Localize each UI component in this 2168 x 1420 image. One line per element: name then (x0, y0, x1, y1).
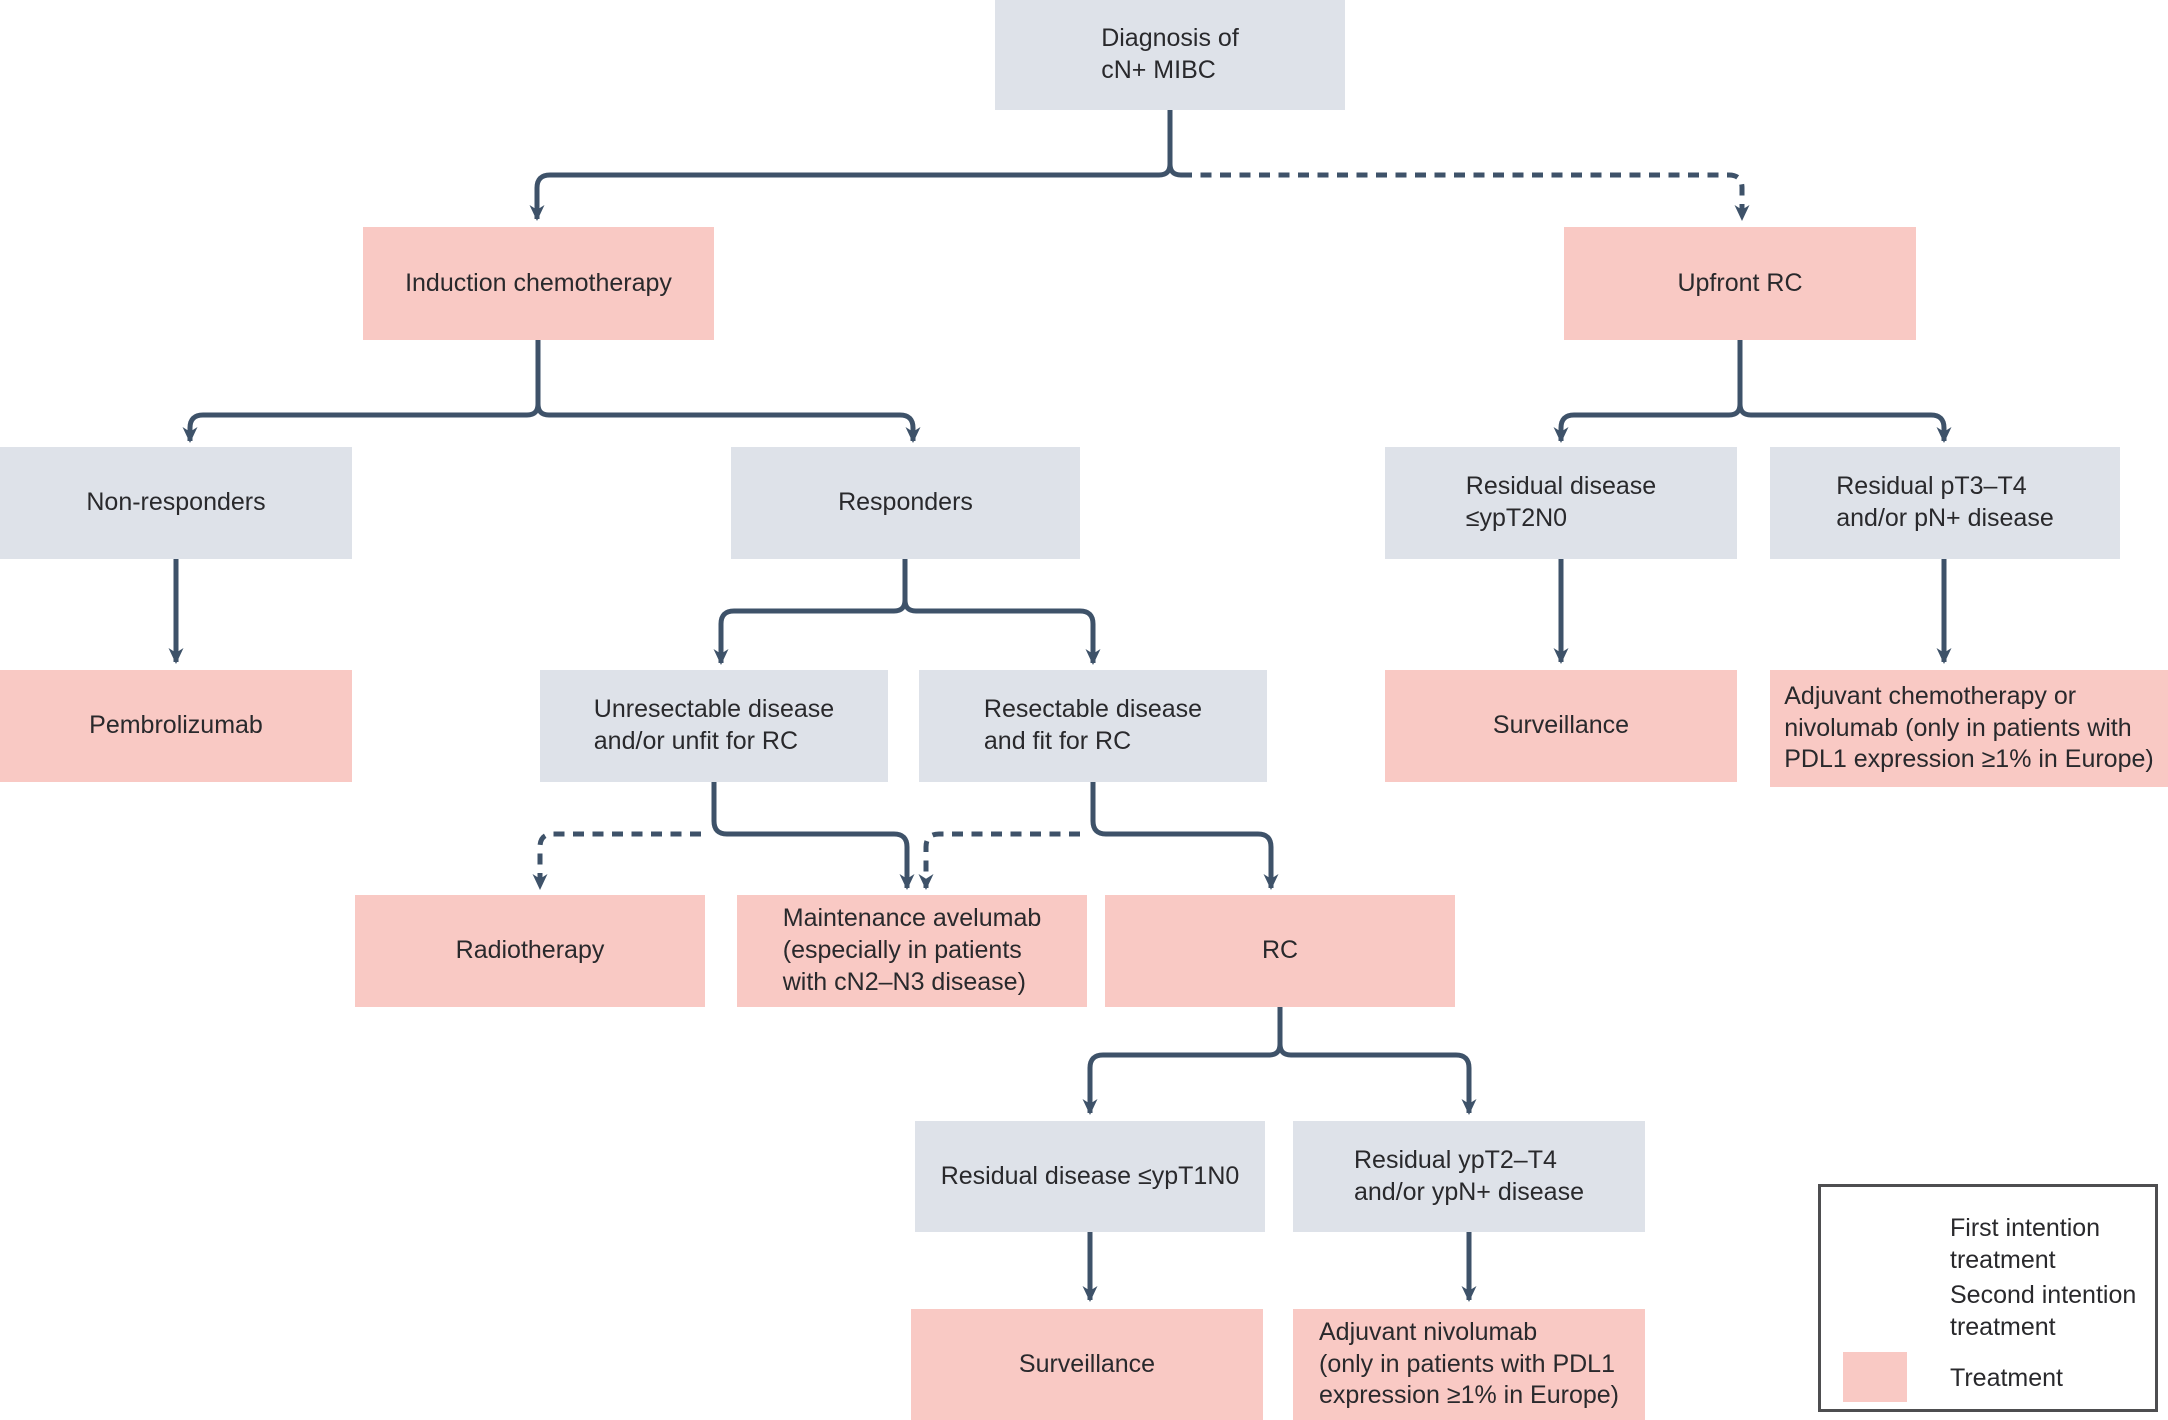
edge-unresectable-to-maintenance (711, 782, 915, 890)
node-pembrolizumab-label: Pembrolizumab (89, 711, 263, 740)
node-non_responders-label: Non-responders (86, 488, 266, 517)
split-junction (893, 559, 917, 614)
legend-treatment-swatch (1843, 1352, 1907, 1402)
node-residual_pt3t4-label: Residual pT3–T4 and/or pN+ disease (1836, 472, 2054, 532)
edge-resectable-to-rc (1090, 782, 1279, 890)
node-non_responders: Non-responders (0, 447, 352, 559)
split-junction (526, 340, 550, 418)
node-radiotherapy-label: Radiotherapy (455, 936, 605, 965)
node-adjuvant_nivo-label: Adjuvant nivolumab (only in patients wit… (1319, 1317, 1619, 1410)
edge-induction-to-non_responders (182, 412, 527, 443)
node-residual_ypt1n0: Residual disease ≤ypT1N0 (915, 1121, 1265, 1232)
node-residual_pt3t4: Residual pT3–T4 and/or pN+ disease (1770, 447, 2120, 559)
edge-diagnosis-to-upfront_rc (1181, 172, 1750, 221)
node-maintenance: Maintenance avelumab (especially in pati… (737, 895, 1087, 1007)
node-radiotherapy: Radiotherapy (355, 895, 705, 1007)
node-surveillance_bottom-label: Surveillance (1018, 1349, 1156, 1378)
node-adjuvant_chemo: Adjuvant chemotherapy or nivolumab (only… (1770, 670, 2168, 787)
node-maintenance-label: Maintenance avelumab (especially in pati… (782, 904, 1042, 996)
node-residual_ypt1n0-label: Residual disease ≤ypT1N0 (940, 1161, 1240, 1190)
node-adjuvant_chemo-label: Adjuvant chemotherapy or nivolumab (only… (1784, 681, 2154, 774)
edge-rc-to-residual_ypt2t4 (1291, 1052, 1477, 1115)
split-junction (1158, 110, 1182, 178)
node-resectable: Resectable disease and fit for RC (919, 670, 1267, 782)
node-induction: Induction chemotherapy (363, 227, 714, 340)
node-residual_ypt2t4-label: Residual ypT2–T4 and/or ypN+ disease (1353, 1145, 1584, 1206)
node-resectable-label: Resectable disease and fit for RC (983, 695, 1203, 755)
legend-label-first-intention: First intention treatment (1950, 1214, 2101, 1274)
edge-unresectable-to-radiotherapy (532, 831, 701, 890)
legend-label-treatment: Treatment (1950, 1364, 2064, 1392)
node-unresectable-label: Unresectable disease and/or unfit for RC (593, 695, 835, 755)
node-induction-label: Induction chemotherapy (405, 268, 672, 297)
node-upfront_rc: Upfront RC (1564, 227, 1916, 340)
edge-induction-to-responders (549, 412, 921, 443)
node-responders-label: Responders (838, 488, 973, 517)
node-residual_ypt2t4: Residual ypT2–T4 and/or ypN+ disease (1293, 1121, 1645, 1232)
edge-upfront_rc-to-residual_ypt2n0 (1553, 412, 1729, 443)
node-diagnosis: Diagnosis of cN+ MIBC (995, 0, 1345, 110)
node-diagnosis-label: Diagnosis of cN+ MIBC (1101, 24, 1239, 84)
edge-diagnosis-to-induction (529, 172, 1159, 221)
node-surveillance_right: Surveillance (1385, 670, 1737, 782)
node-rc: RC (1105, 895, 1455, 1007)
node-residual_ypt2n0: Residual disease ≤ypT2N0 (1385, 447, 1737, 559)
split-junction (1268, 1007, 1292, 1058)
node-upfront_rc-label: Upfront RC (1677, 268, 1803, 297)
node-rc-label: RC (1261, 936, 1299, 965)
node-residual_ypt2n0-label: Residual disease ≤ypT2N0 (1465, 472, 1657, 532)
split-junction (1728, 340, 1752, 418)
edge-rc-to-residual_ypt1n0 (1082, 1052, 1269, 1115)
edge-resectable-to-maintenance (918, 831, 1080, 890)
legend-label-second-intention: Second intention treatment (1950, 1281, 2137, 1341)
node-surveillance_right-label: Surveillance (1492, 711, 1630, 740)
edge-responders-to-resectable (916, 608, 1101, 665)
edge-upfront_rc-to-residual_pt3t4 (1751, 412, 1952, 443)
node-responders: Responders (731, 447, 1080, 559)
node-adjuvant_nivo: Adjuvant nivolumab (only in patients wit… (1293, 1309, 1645, 1420)
edge-responders-to-unresectable (713, 608, 894, 665)
node-surveillance_bottom: Surveillance (911, 1309, 1263, 1420)
node-pembrolizumab: Pembrolizumab (0, 670, 352, 782)
node-unresectable: Unresectable disease and/or unfit for RC (540, 670, 888, 782)
